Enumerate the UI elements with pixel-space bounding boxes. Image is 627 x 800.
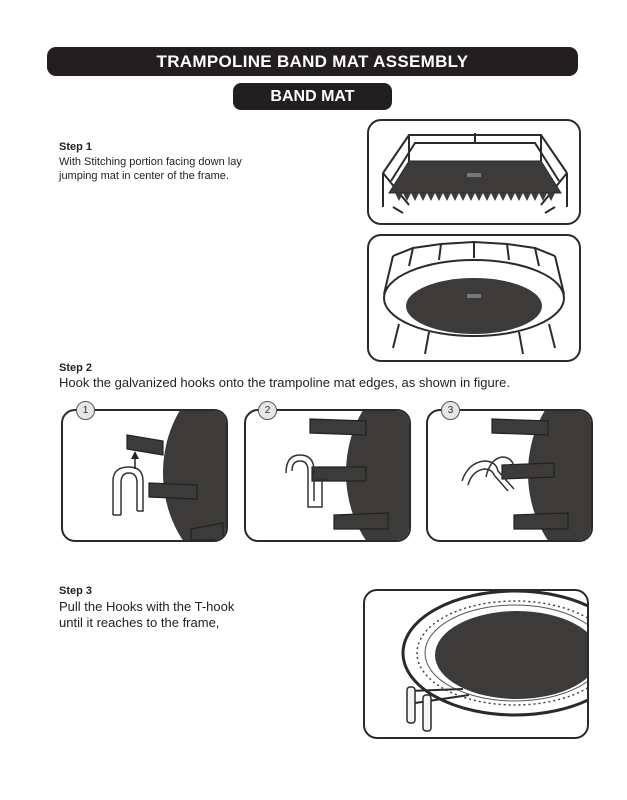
step3-line1: Pull the Hooks with the T-hook xyxy=(59,599,235,614)
step3-line2: until it reaches to the frame, xyxy=(59,615,220,630)
figure-round-frame xyxy=(367,234,581,362)
step2-title: Step 2 xyxy=(59,362,93,374)
section-title: BAND MAT xyxy=(233,83,392,110)
round-trampoline-illustration xyxy=(383,240,565,355)
step1-title: Step 1 xyxy=(59,141,93,153)
hook-step-1-illustration xyxy=(112,411,226,540)
panel-number-2: 2 xyxy=(258,401,277,420)
panel-number-1: 1 xyxy=(76,401,95,420)
rectangular-trampoline-illustration xyxy=(382,133,568,214)
page-title: TRAMPOLINE BAND MAT ASSEMBLY xyxy=(47,47,578,76)
t-hook-illustration xyxy=(401,591,587,732)
step3-title: Step 3 xyxy=(59,585,93,597)
figure-rectangular-frame xyxy=(367,119,581,225)
hook-figure-1 xyxy=(61,409,228,542)
hook-figure-2 xyxy=(244,409,411,542)
hook-step-3-illustration xyxy=(461,411,591,540)
hook-figure-3 xyxy=(426,409,593,542)
figure-t-hook-pull xyxy=(363,589,589,739)
step3-text: Pull the Hooks with the T-hook until it … xyxy=(59,599,234,631)
step2-text: Hook the galvanized hooks onto the tramp… xyxy=(59,375,510,390)
panel-number-3: 3 xyxy=(441,401,460,420)
hook-step-2-illustration xyxy=(285,411,409,540)
step1-line1: With Stitching portion facing down lay xyxy=(59,156,242,168)
step1-line2: jumping mat in center of the frame. xyxy=(59,170,229,182)
step1-text: With Stitching portion facing down lay j… xyxy=(59,155,242,183)
